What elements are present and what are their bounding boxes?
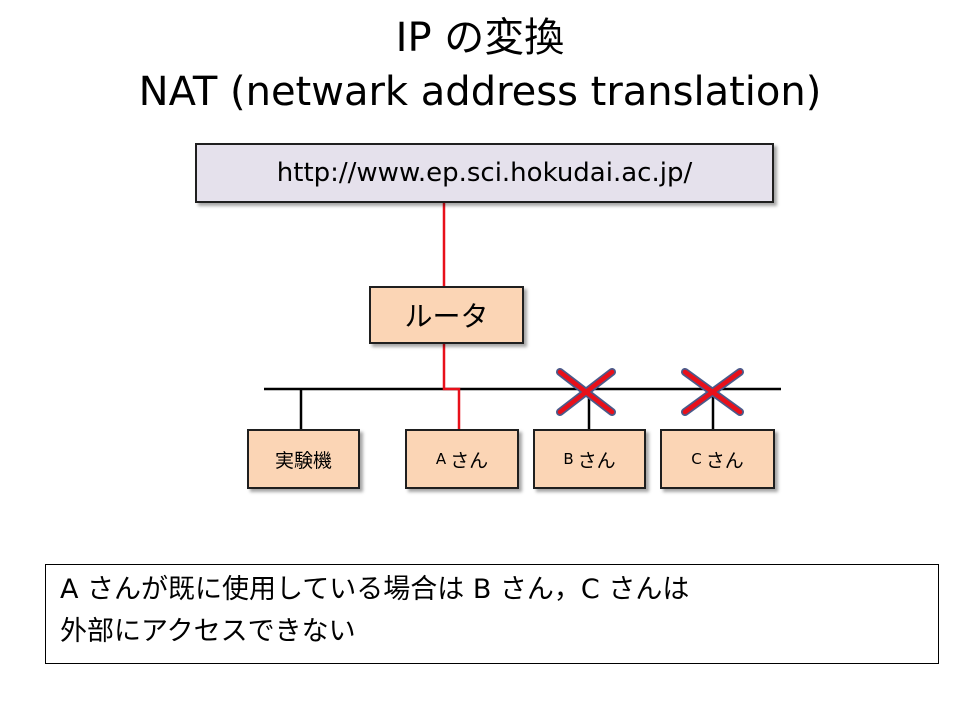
server-box: http://www.ep.sci.hokudai.ac.jp/ <box>195 143 774 203</box>
node-prefix: C <box>691 450 702 468</box>
title-line-1: IP の変換 <box>395 15 565 61</box>
node-prefix: B <box>563 450 574 468</box>
node-label: さん <box>577 449 616 472</box>
node-label: 実験機 <box>274 449 332 472</box>
node-label: さん <box>705 449 744 472</box>
blocked-cross-c <box>681 368 744 416</box>
router-label: ルータ <box>404 300 489 333</box>
server-url: http://www.ep.sci.hokudai.ac.jp/ <box>276 158 693 188</box>
title-line-2: NAT (netwark address translation) <box>138 69 822 115</box>
note-box: A さんが既に使用している場合は B さん，C さんは 外部にアクセスできない <box>45 564 939 664</box>
router-box: ルータ <box>369 286 524 344</box>
node-prefix: A <box>435 450 447 468</box>
router-a-active-link <box>442 344 461 429</box>
note-line-1: A さんが既に使用している場合は B さん，C さんは <box>60 574 690 605</box>
blocked-cross-b <box>556 368 616 416</box>
node-jikkenki: 実験機 <box>247 429 360 489</box>
node-label: さん <box>450 449 489 472</box>
note-line-2: 外部にアクセスできない <box>60 616 356 647</box>
